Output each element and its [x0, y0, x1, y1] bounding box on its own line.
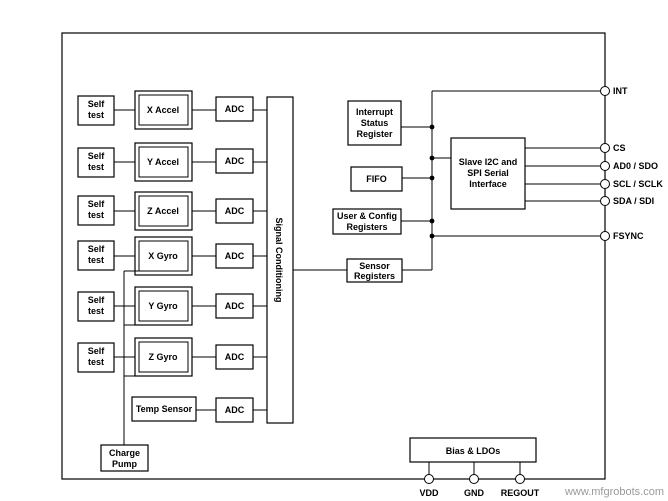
pin-gnd-terminal — [469, 474, 479, 484]
charge-pump-label-2: Pump — [112, 459, 138, 469]
self-test-label-5b: test — [88, 306, 104, 316]
pin-label-ad0: AD0 / SDO — [613, 161, 658, 171]
self-test-label-2a: Self — [88, 151, 106, 161]
serial-interface-block — [450, 137, 526, 210]
self-test-block-1 — [77, 95, 115, 126]
pin-label-gnd: GND — [464, 488, 485, 498]
adc-label-5: ADC — [225, 301, 245, 311]
adc-label-4: ADC — [225, 251, 245, 261]
temp-sensor-block — [131, 396, 197, 422]
sensor-label-2: Y Accel — [147, 157, 179, 167]
sensor-registers-label-1: Sensor — [359, 261, 390, 271]
temp-sensor-label: Temp Sensor — [136, 404, 193, 414]
self-test-block-6 — [77, 342, 115, 373]
serial-label-2: SPI Serial — [467, 168, 509, 178]
connection-wires — [114, 90, 600, 476]
pin-regout-terminal — [515, 474, 525, 484]
adc-block-5 — [215, 293, 254, 319]
adc-label-7: ADC — [225, 405, 245, 415]
signal-conditioning-label: Signal Conditioning — [274, 218, 284, 303]
pin-ad0-terminal — [600, 161, 610, 171]
self-test-block-2 — [77, 147, 115, 178]
self-test-label-6b: test — [88, 357, 104, 367]
serial-label-1: Slave I2C and — [459, 157, 518, 167]
sensor-label-1: X Accel — [147, 105, 179, 115]
self-test-label-1a: Self — [88, 99, 106, 109]
self-test-label-1b: test — [88, 110, 104, 120]
pin-label-scl: SCL / SCLK — [613, 179, 663, 189]
adc-label-1: ADC — [225, 104, 245, 114]
user-config-block — [332, 208, 402, 235]
charge-pump-label-1: Charge — [109, 448, 140, 458]
self-test-label-3b: test — [88, 210, 104, 220]
fifo-block — [350, 166, 403, 192]
sensor-registers-label-2: Registers — [354, 271, 395, 281]
pin-label-cs: CS — [613, 143, 626, 153]
user-config-label-1: User & Config — [337, 211, 397, 221]
pin-cs-terminal — [600, 143, 610, 153]
charge-pump-block — [100, 444, 149, 472]
self-test-label-5a: Self — [88, 295, 106, 305]
self-test-label-2b: test — [88, 162, 104, 172]
adc-label-3: ADC — [225, 206, 245, 216]
fifo-label: FIFO — [366, 174, 387, 184]
sensor-label-5: Y Gyro — [148, 301, 178, 311]
pin-fsync-terminal — [600, 231, 610, 241]
user-config-label-2: Registers — [346, 222, 387, 232]
adc-block-3 — [215, 198, 254, 224]
serial-label-3: Interface — [469, 179, 507, 189]
bias-ldos-label: Bias & LDOs — [446, 446, 501, 456]
adc-label-6: ADC — [225, 352, 245, 362]
bias-ldos-block — [409, 437, 537, 463]
pin-scl-terminal — [600, 179, 610, 189]
adc-label-2: ADC — [225, 156, 245, 166]
pin-sda-terminal — [600, 196, 610, 206]
self-test-label-4a: Self — [88, 244, 106, 254]
signal-conditioning-block — [266, 96, 294, 424]
pin-label-regout: REGOUT — [501, 488, 540, 498]
sensor-label-6: Z Gyro — [148, 352, 178, 362]
sensor-label-4: X Gyro — [148, 251, 178, 261]
pin-label-sda: SDA / SDI — [613, 196, 654, 206]
self-test-block-4 — [77, 240, 115, 271]
adc-block-1 — [215, 96, 254, 122]
self-test-label-4b: test — [88, 255, 104, 265]
pin-int-terminal — [600, 86, 610, 96]
self-test-label-6a: Self — [88, 346, 106, 356]
self-test-block-5 — [77, 291, 115, 322]
interrupt-label-1: Interrupt — [356, 107, 393, 117]
self-test-label-3a: Self — [88, 199, 106, 209]
adc-block-2 — [215, 148, 254, 174]
pin-label-vdd: VDD — [419, 488, 439, 498]
junction-dots — [429, 124, 435, 239]
pin-vdd-terminal — [424, 474, 434, 484]
sensor-label-3: Z Accel — [147, 206, 179, 216]
interrupt-label-2: Status — [361, 118, 389, 128]
pin-label-int: INT — [613, 86, 628, 96]
interrupt-status-block — [347, 100, 402, 146]
pin-label-fsync: FSYNC — [613, 231, 644, 241]
interrupt-label-3: Register — [356, 129, 393, 139]
watermark-text: www.mfgrobots.com — [564, 486, 664, 498]
